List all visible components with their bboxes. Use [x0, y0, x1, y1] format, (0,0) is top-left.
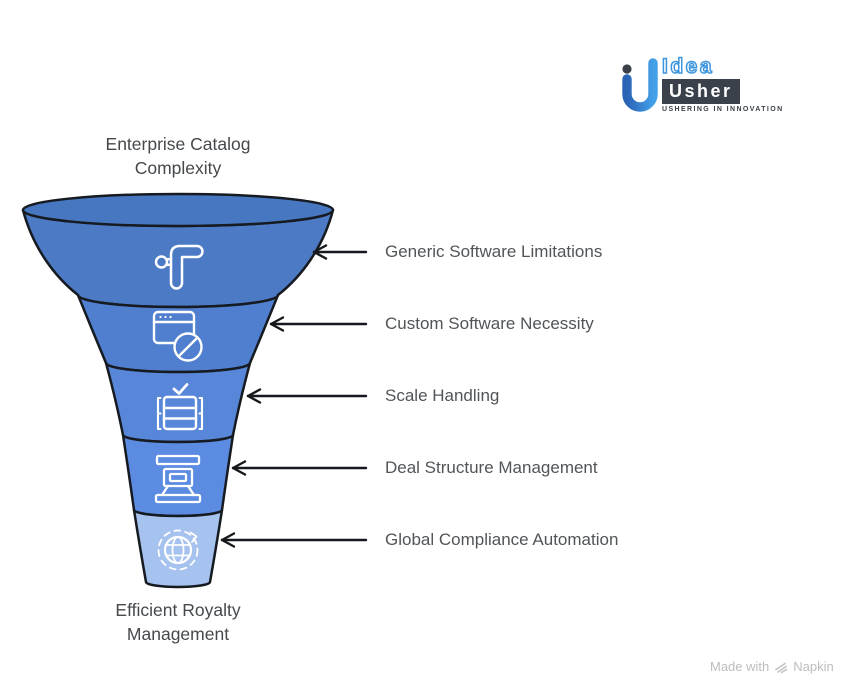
made-with-napkin-credit: Made with Napkin: [710, 659, 834, 674]
funnel-segment-5: [132, 508, 224, 589]
funnel-bottom-title: Efficient Royalty Management: [38, 598, 318, 646]
elbow-arrow-icon: [154, 244, 204, 290]
funnel-top-title-line2: Complexity: [134, 158, 222, 178]
funnel-top-ellipse: [21, 192, 335, 228]
credit-prefix: Made with: [710, 659, 770, 674]
arrow-scale-handling: [246, 388, 368, 404]
funnel-top-title-line1: Enterprise Catalog: [105, 134, 251, 154]
idea-usher-logo-text: Idea Usher USHERING IN INNOVATION: [661, 55, 784, 128]
callout-arrows: [220, 244, 368, 548]
funnel-bottom-title-line1: Efficient Royalty: [115, 600, 241, 620]
funnel-bottom-title-line2: Management: [126, 624, 230, 644]
arrow-generic-software-limitations: [312, 244, 368, 260]
stamp-structure-icon: [154, 454, 202, 504]
arrow-global-compliance-automation: [220, 532, 368, 548]
funnel-segment-4: [121, 433, 235, 518]
credit-brand: Napkin: [793, 659, 834, 674]
logo-tagline: USHERING IN INNOVATION: [662, 106, 784, 113]
window-blocked-icon: [152, 310, 203, 362]
label-generic-software-limitations: Generic Software Limitations: [385, 242, 603, 261]
idea-usher-logo: Idea Usher USHERING IN INNOVATION: [618, 55, 788, 128]
logo-brand-top: Idea: [661, 55, 715, 79]
label-deal-structure-management: Deal Structure Management: [385, 458, 598, 477]
label-scale-handling: Scale Handling: [385, 386, 500, 405]
arrow-custom-software-necessity: [269, 316, 368, 332]
globe-sync-icon: [157, 529, 199, 571]
arrow-deal-structure-management: [231, 460, 368, 476]
napkin-logo-icon: [775, 662, 788, 673]
funnel-shape: [21, 192, 335, 589]
label-global-compliance-automation: Global Compliance Automation: [385, 530, 619, 549]
funnel-top-title: Enterprise Catalog Complexity: [38, 132, 318, 180]
table-check-icon: [156, 383, 204, 431]
logo-brand-bottom: Usher: [662, 79, 740, 104]
label-custom-software-necessity: Custom Software Necessity: [385, 314, 594, 333]
idea-usher-logo-icon: [622, 58, 658, 112]
funnel-segment-2: [76, 293, 280, 374]
